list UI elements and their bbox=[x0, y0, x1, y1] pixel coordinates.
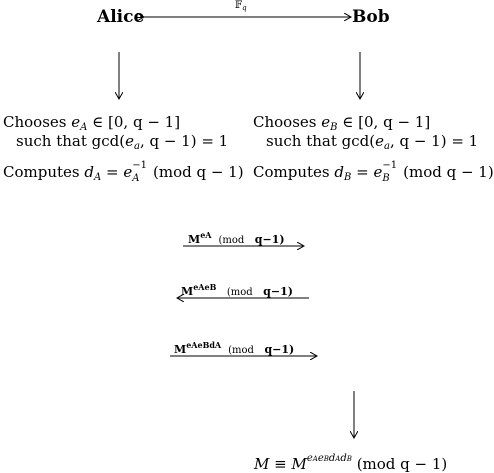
channel-label: 𝔽q bbox=[235, 0, 247, 12]
message-3-label: MeAeBdA (mod q−1) bbox=[174, 340, 295, 356]
alice-choose-line: Chooses eA ∈ [0, q − 1] bbox=[3, 113, 181, 133]
alice-gcd-line: such that gcd(ea, q − 1) = 1 bbox=[16, 132, 229, 152]
result-equation: M ≡ MeAeBdAdB (mod q − 1) bbox=[254, 453, 448, 473]
message-2-label: MeAeB (mod q−1) bbox=[181, 282, 293, 298]
bob-label: Bob bbox=[352, 7, 390, 27]
bob-choose-line: Chooses eB ∈ [0, q − 1] bbox=[253, 113, 431, 133]
alice-label: Alice bbox=[97, 7, 145, 27]
message-1-label: MeA (mod q−1) bbox=[188, 230, 285, 246]
bob-gcd-line: such that gcd(ea, q − 1) = 1 bbox=[266, 132, 479, 152]
arrow-layer bbox=[0, 0, 483, 470]
